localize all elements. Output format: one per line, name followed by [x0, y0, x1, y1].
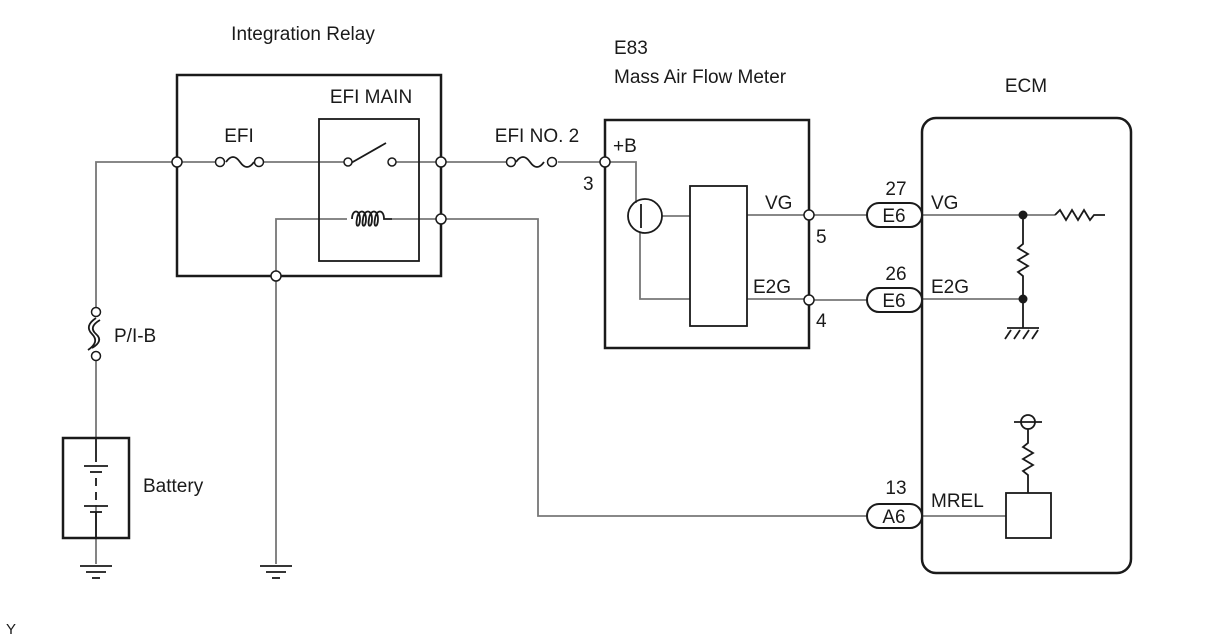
- battery-ground-icon: [80, 565, 112, 579]
- meter-e2g-label: E2G: [753, 277, 791, 298]
- relay-terminal: [435, 156, 447, 168]
- efi-no2-fuse-terminal: [505, 156, 517, 168]
- efi-fuse-icon: [225, 156, 255, 168]
- efi-no2-fuse-icon: [515, 156, 545, 168]
- battery-label: Battery: [143, 476, 204, 497]
- connector-e6-vg: E6: [866, 202, 923, 228]
- meter-terminal-3: [599, 156, 611, 168]
- meter-internal-ret: [639, 232, 690, 300]
- pib-terminal: [90, 350, 102, 362]
- relay-title: Integration Relay: [231, 24, 375, 45]
- switch-terminal: [343, 157, 353, 167]
- mass-air-flow-meter-box: [603, 118, 811, 350]
- efi-fuse-terminal: [253, 156, 265, 168]
- pin-13-label: 13: [885, 478, 906, 499]
- sensor-circuit-box: [689, 185, 748, 327]
- ecm-mrel-label: MREL: [931, 491, 984, 512]
- ecm-power-supply-icon: [1014, 414, 1042, 493]
- relay-ground-icon: [260, 565, 292, 579]
- pin-26-label: 26: [885, 264, 906, 285]
- wires: [95, 161, 1055, 564]
- pib-fuse-label: P/I-B: [114, 326, 156, 347]
- connector-e6-e2g-label: E6: [882, 291, 905, 312]
- vg-pullup-resistor-icon: [1054, 208, 1105, 222]
- relay-terminal: [171, 156, 183, 168]
- pin-5-label: 5: [816, 227, 827, 248]
- connector-a6-mrel-label: A6: [882, 507, 905, 528]
- efi-no2-label: EFI NO. 2: [495, 126, 579, 147]
- relay-terminal: [435, 213, 447, 225]
- ecm-vg-label: VG: [931, 193, 958, 214]
- ecm-e2g-label: E2G: [931, 277, 969, 298]
- meter-terminal-5: [803, 209, 815, 221]
- switch-terminal: [387, 157, 397, 167]
- efi-main-relay-box: [318, 118, 420, 262]
- battery-cell-icon: [84, 438, 108, 538]
- efi-no2-fuse-terminal: [546, 156, 558, 168]
- meter-name-label: Mass Air Flow Meter: [614, 67, 787, 88]
- efi-fuse-terminal: [214, 156, 226, 168]
- mrel-driver-box: [1005, 492, 1052, 539]
- relay-switch-icon: [350, 142, 387, 164]
- connector-e6-e2g: E6: [866, 287, 923, 313]
- meter-code-label: E83: [614, 38, 648, 59]
- connector-a6-mrel: A6: [866, 503, 923, 529]
- pib-fuse-icon-outline: [87, 317, 97, 351]
- relay-terminal: [270, 270, 282, 282]
- pib-fuse-icon: [91, 319, 101, 349]
- pib-to-relay-wire: [95, 161, 177, 312]
- corner-mark: Y: [6, 621, 16, 638]
- ecm-ground-icon: [1004, 327, 1039, 340]
- pin-27-label: 27: [885, 179, 906, 200]
- meter-plus-b-label: +B: [613, 136, 637, 157]
- pin-4-label: 4: [816, 311, 827, 332]
- meter-internal-feed: [605, 161, 637, 203]
- pib-terminal: [90, 306, 102, 318]
- relay-coil-icon: [351, 210, 392, 227]
- coil-ground-wire: [275, 218, 347, 564]
- ecm-title: ECM: [1005, 76, 1047, 97]
- integration-relay-box: [175, 73, 443, 278]
- vg-shunt-resistor-icon: [1016, 215, 1030, 328]
- connector-e6-vg-label: E6: [882, 206, 905, 227]
- coil-to-mrel-wire: [392, 218, 867, 517]
- pin-3-label: 3: [583, 174, 594, 195]
- efi-main-label: EFI MAIN: [330, 87, 412, 108]
- meter-vg-label: VG: [765, 193, 792, 214]
- meter-terminal-4: [803, 294, 815, 306]
- efi-fuse-label: EFI: [224, 126, 254, 147]
- transistor-icon: [627, 198, 663, 234]
- ecm-box: [920, 116, 1133, 575]
